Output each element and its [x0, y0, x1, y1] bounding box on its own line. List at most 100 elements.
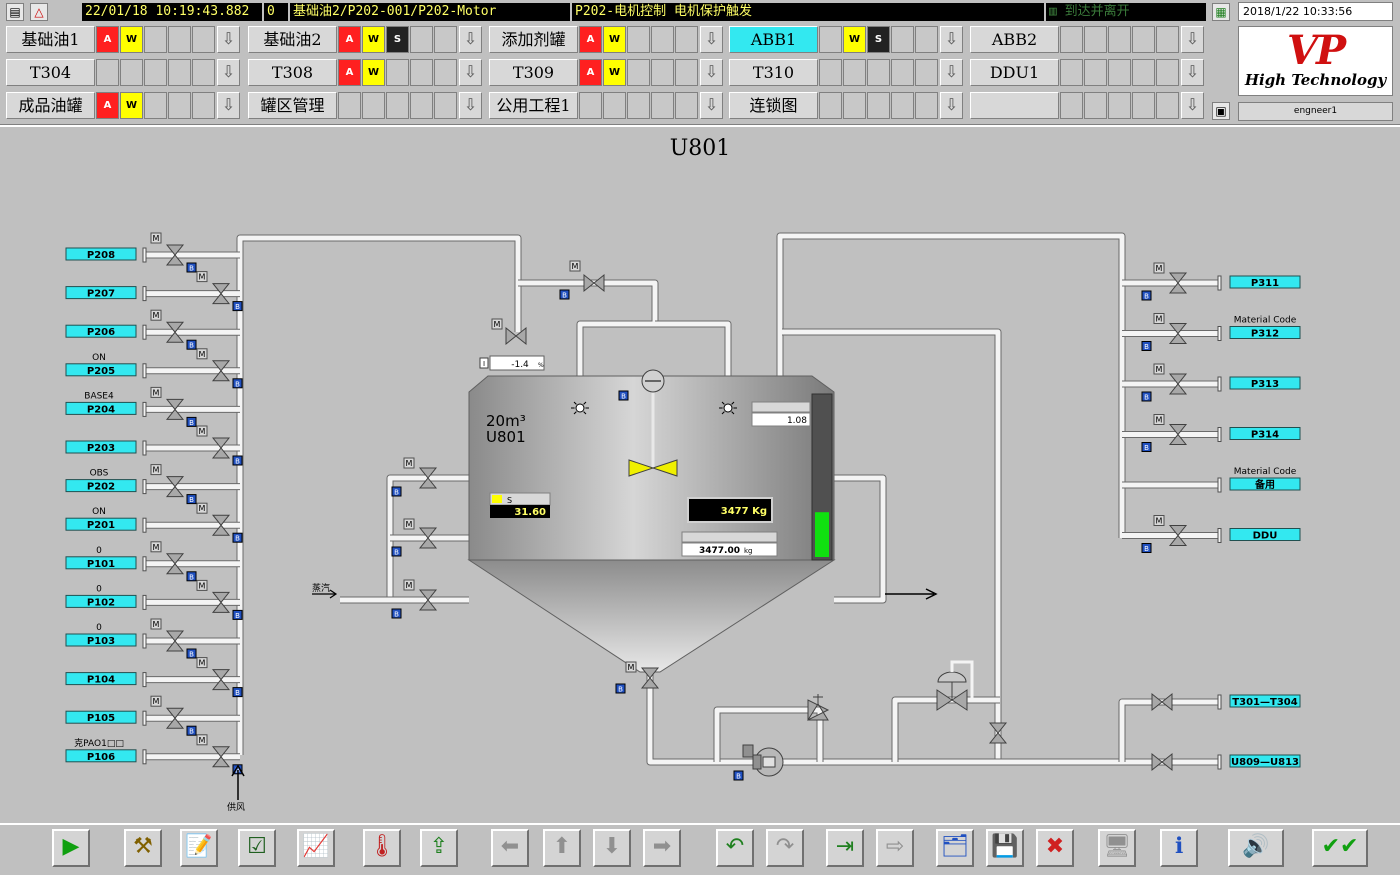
- nav-button-6[interactable]: T308: [248, 59, 337, 86]
- arrow-right-icon[interactable]: ➡: [643, 829, 681, 867]
- notebook-icon[interactable]: ▤: [6, 3, 24, 21]
- control-valve-icon[interactable]: [936, 660, 974, 711]
- nav-button-10[interactable]: 成品油罐: [6, 92, 95, 119]
- redo-icon[interactable]: ↷: [766, 829, 804, 867]
- nav-expand-icon[interactable]: ⇩: [940, 92, 963, 119]
- nav-expand-icon[interactable]: ⇩: [459, 26, 482, 53]
- outlet-valve-icon[interactable]: [1151, 752, 1173, 772]
- outlet-valve-icon[interactable]: [1151, 692, 1173, 712]
- top-valve-icon[interactable]: [583, 273, 605, 293]
- calendar-icon[interactable]: ▦: [1212, 3, 1230, 21]
- loop-valve-icon[interactable]: [418, 467, 438, 489]
- nav-expand-icon[interactable]: ⇩: [217, 59, 240, 86]
- left-line-tag-box[interactable]: [65, 594, 137, 608]
- thermometer-icon[interactable]: 🌡: [363, 829, 401, 867]
- save-icon[interactable]: 💾: [986, 829, 1024, 867]
- nav-button-11[interactable]: 罐区管理: [248, 92, 337, 119]
- nav-expand-icon[interactable]: ⇩: [940, 26, 963, 53]
- nav-expand-icon[interactable]: ⇩: [459, 59, 482, 86]
- nav-expand-icon[interactable]: ⇩: [1181, 92, 1204, 119]
- nav-button-5[interactable]: T304: [6, 59, 95, 86]
- alarm-ack-icon[interactable]: △: [30, 3, 48, 21]
- left-line-tag-box[interactable]: [65, 749, 137, 763]
- outlet-valve-icon[interactable]: [1168, 373, 1188, 395]
- nav-expand-icon[interactable]: ⇩: [700, 59, 723, 86]
- feed-valve-icon[interactable]: [165, 244, 185, 266]
- feed-valve-icon[interactable]: [165, 707, 185, 729]
- info-icon[interactable]: ℹ: [1160, 829, 1198, 867]
- right-line-tag-box[interactable]: [1229, 427, 1301, 440]
- nav-button-14[interactable]: [970, 92, 1059, 119]
- nav-button-9[interactable]: DDU1: [970, 59, 1059, 86]
- right-line-tag-box[interactable]: [1229, 326, 1301, 339]
- feed-valve-icon[interactable]: [165, 630, 185, 652]
- feed-valve-icon[interactable]: [165, 553, 185, 575]
- monitor-icon[interactable]: 🖥: [1098, 829, 1136, 867]
- feed-valve-icon[interactable]: [211, 283, 231, 305]
- nav-expand-icon[interactable]: ⇩: [217, 92, 240, 119]
- forward-icon[interactable]: ⇨: [876, 829, 914, 867]
- outlet-tag-box[interactable]: [1229, 754, 1301, 768]
- play-icon[interactable]: ▶: [52, 829, 90, 867]
- loop-valve-icon[interactable]: [418, 527, 438, 549]
- bottom-valve-icon[interactable]: [640, 667, 660, 689]
- feed-valve-icon[interactable]: [165, 398, 185, 420]
- left-line-tag-box[interactable]: [65, 479, 137, 493]
- pump-icon[interactable]: [742, 744, 784, 777]
- relief-valve-icon[interactable]: [807, 694, 830, 721]
- feed-valve-icon[interactable]: [211, 514, 231, 536]
- user-icon[interactable]: ▣: [1212, 102, 1230, 120]
- left-line-tag-box[interactable]: [65, 247, 137, 261]
- import-icon[interactable]: ⇥: [826, 829, 864, 867]
- left-line-tag-box[interactable]: [65, 324, 137, 338]
- inlet-valve-icon[interactable]: [505, 326, 527, 346]
- nav-button-8[interactable]: T310: [729, 59, 818, 86]
- export-icon[interactable]: ⇪: [420, 829, 458, 867]
- nav-expand-icon[interactable]: ⇩: [1181, 59, 1204, 86]
- nav-expand-icon[interactable]: ⇩: [459, 92, 482, 119]
- feed-valve-icon[interactable]: [211, 746, 231, 768]
- nav-button-3[interactable]: ABB1: [729, 26, 818, 53]
- outlet-valve-icon[interactable]: [1168, 323, 1188, 344]
- feed-valve-icon[interactable]: [211, 591, 231, 613]
- left-line-tag-box[interactable]: [65, 710, 137, 724]
- return-valve-icon[interactable]: [988, 722, 1008, 744]
- left-line-tag-box[interactable]: [65, 517, 137, 531]
- feed-valve-icon[interactable]: [211, 437, 231, 459]
- right-line-tag-box[interactable]: [1229, 477, 1301, 491]
- outlet-valve-icon[interactable]: [1168, 272, 1188, 294]
- nav-expand-icon[interactable]: ⇩: [217, 26, 240, 53]
- delete-icon[interactable]: ✖: [1036, 829, 1074, 867]
- right-line-tag-box[interactable]: [1229, 275, 1301, 289]
- trend-icon[interactable]: 📈: [297, 829, 335, 867]
- nav-expand-icon[interactable]: ⇩: [700, 92, 723, 119]
- feed-valve-icon[interactable]: [165, 476, 185, 498]
- left-line-tag-box[interactable]: [65, 633, 137, 647]
- nav-button-13[interactable]: 连锁图: [729, 92, 818, 119]
- outlet-valve-icon[interactable]: [1168, 525, 1188, 546]
- arrow-left-icon[interactable]: ⬅: [491, 829, 529, 867]
- right-line-tag-box[interactable]: [1229, 528, 1301, 541]
- arrow-up-icon[interactable]: ⬆: [543, 829, 581, 867]
- feed-valve-icon[interactable]: [211, 360, 231, 382]
- tools-icon[interactable]: ⚒: [124, 829, 162, 867]
- right-line-tag-box[interactable]: [1229, 376, 1301, 390]
- nav-button-0[interactable]: 基础油1: [6, 26, 95, 53]
- nav-button-1[interactable]: 基础油2: [248, 26, 337, 53]
- outlet-tag-box[interactable]: [1229, 694, 1301, 708]
- feed-valve-icon[interactable]: [211, 669, 231, 691]
- nav-button-12[interactable]: 公用工程1: [489, 92, 578, 119]
- nav-button-2[interactable]: 添加剂罐: [489, 26, 578, 53]
- left-line-tag-box[interactable]: [65, 440, 137, 454]
- left-line-tag-box[interactable]: [65, 286, 137, 300]
- left-line-tag-box[interactable]: [65, 672, 137, 686]
- outlet-valve-icon[interactable]: [1168, 424, 1188, 445]
- sound-icon[interactable]: 🔊: [1228, 829, 1284, 867]
- nav-button-7[interactable]: T309: [489, 59, 578, 86]
- nav-expand-icon[interactable]: ⇩: [700, 26, 723, 53]
- left-line-tag-box[interactable]: [65, 401, 137, 415]
- feed-valve-icon[interactable]: [165, 321, 185, 343]
- acknowledge-icon[interactable]: ✔✔: [1312, 829, 1368, 867]
- nav-button-4[interactable]: ABB2: [970, 26, 1059, 53]
- checklist-icon[interactable]: ☑: [238, 829, 276, 867]
